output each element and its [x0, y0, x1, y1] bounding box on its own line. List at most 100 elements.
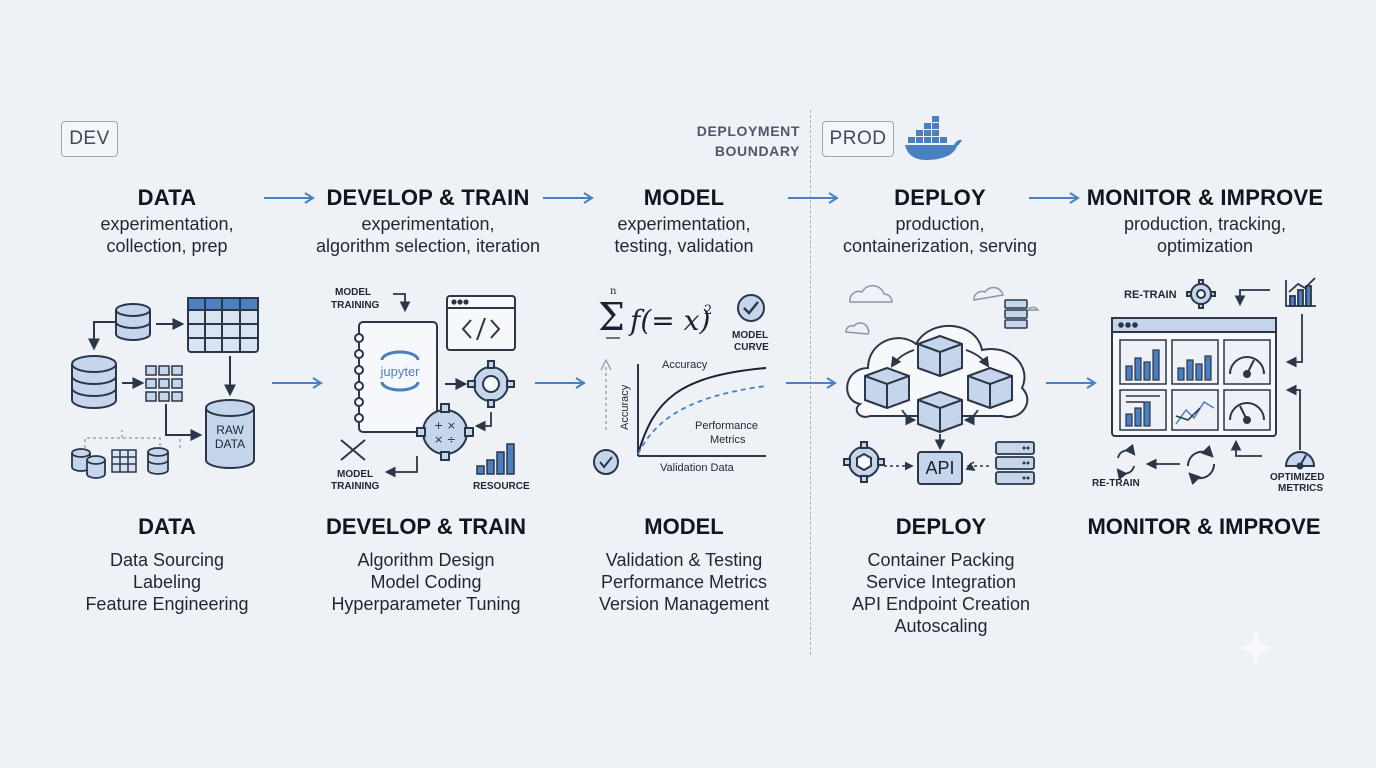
stage-subtitle-line: collection, prep [106, 236, 228, 256]
container-cube-icon [864, 334, 1013, 434]
refresh-icon [1186, 444, 1216, 486]
resource-label: RESOURCE [473, 481, 530, 492]
gear-icon [467, 360, 515, 408]
retrain-label: RE-TRAIN [1124, 289, 1177, 301]
y-axis-label: Accuracy [619, 384, 631, 430]
server-stack-icon [995, 441, 1035, 485]
stage-subtitle-line: algorithm selection, iteration [315, 236, 541, 256]
accuracy-curve-chart [637, 364, 767, 457]
stage-title: MODEL [643, 185, 725, 210]
sum-symbol: Σ [598, 295, 625, 339]
cloud-icon [845, 322, 870, 335]
x-axis-label: Validation Data [660, 462, 735, 474]
table-icon [111, 449, 137, 473]
jupyter-icon [380, 350, 420, 361]
stage-subtitle: production, tracking, optimization [1055, 213, 1355, 257]
flow-arrow-icon [543, 192, 594, 204]
trend-chart-icon [1285, 277, 1316, 307]
dev-badge: DEV [61, 121, 118, 157]
math-gear-icon [416, 403, 474, 461]
detail-list: Validation & Testing Performance Metrics… [534, 549, 834, 615]
develop-illustration: MODEL TRAINING jupyter + × × ÷ MODEL TRA… [331, 287, 530, 492]
detail-item: Container Packing [867, 550, 1015, 570]
database-icon [115, 303, 151, 341]
database-icon [147, 447, 169, 475]
deploy-illustration: API [843, 284, 1040, 485]
boundary-line-2: BOUNDARY [714, 143, 800, 159]
table-icon [187, 297, 259, 353]
flow-arrow-icon [535, 377, 586, 389]
detail-item: Hyperparameter Tuning [331, 594, 521, 614]
data-illustration: RAW DATA [71, 297, 259, 479]
retrain-icon [1116, 443, 1136, 481]
raw-data-label: RAW [216, 423, 244, 437]
check-circle-icon [593, 449, 619, 475]
code-window-icon [446, 295, 516, 351]
detail-item: Autoscaling [894, 616, 988, 636]
detail-list: Algorithm Design Model Coding Hyperparam… [276, 549, 576, 615]
cloud-icon [973, 286, 1004, 301]
gear-icon [1186, 279, 1216, 309]
detail-item: Performance Metrics [600, 572, 768, 592]
detail-item: Validation & Testing [605, 550, 763, 570]
flow-arrow-icon [788, 192, 839, 204]
detail-item: Version Management [598, 594, 770, 614]
performance-metrics-label: Metrics [710, 434, 746, 446]
formula: f(= x) [628, 304, 710, 337]
jupyter-label: jupyter [379, 364, 420, 379]
detail-item: Feature Engineering [85, 594, 249, 614]
stage-subtitle-line: experimentation, [100, 214, 234, 234]
stage-subtitle: experimentation, testing, validation [534, 213, 834, 257]
detail-title: DEPLOY [895, 514, 987, 539]
grid-blocks-icon [145, 365, 183, 402]
api-label: API [925, 458, 954, 478]
model-training-label: MODEL [337, 469, 373, 480]
svg-text:× ÷: × ÷ [434, 433, 456, 446]
formula-exponent: 2 [704, 303, 712, 318]
detail-title: MODEL [644, 514, 724, 539]
stage-subtitle-line: production, tracking, [1123, 214, 1287, 234]
model-curve-label: MODEL [732, 330, 768, 341]
validation-curve [637, 385, 767, 455]
detail-item: Service Integration [865, 572, 1017, 592]
stage-title: DEVELOP & TRAIN [326, 185, 530, 210]
stage-subtitle: experimentation, collection, prep [17, 213, 317, 257]
flow-arrow-icon [786, 377, 837, 389]
prod-badge: PROD [822, 121, 894, 157]
docker-whale-icon [905, 116, 962, 160]
detail-item: Model Coding [370, 572, 482, 592]
model-training-label: TRAINING [331, 481, 380, 492]
database-icon [71, 355, 117, 409]
stage-subtitle-line: experimentation, [361, 214, 495, 234]
api-box [917, 451, 963, 485]
stage-title: DATA [137, 185, 197, 210]
detail-item: API Endpoint Creation [851, 594, 1031, 614]
sparkle-icon [1238, 630, 1274, 666]
performance-metrics-label: Performance [695, 420, 758, 432]
settings-cube-icon [843, 441, 885, 483]
raw-data-label: DATA [215, 437, 245, 451]
stage-subtitle-line: experimentation, [617, 214, 751, 234]
stage-title: DEPLOY [894, 185, 986, 210]
server-icon [1004, 299, 1028, 329]
stage-subtitle-line: optimization [1156, 236, 1254, 256]
gauge-icon [1229, 356, 1265, 424]
accuracy-curve [637, 367, 767, 455]
detail-item: Labeling [132, 572, 202, 592]
flow-arrow-icon [1046, 377, 1097, 389]
raw-data-cylinder [205, 399, 255, 469]
monitor-illustration: RE-TRAIN OPTIMIZED METRICS [1092, 277, 1324, 494]
flow-arrow-icon [1029, 192, 1080, 204]
stage-subtitle: production, containerization, serving [790, 213, 1090, 257]
bar-chart-icon [476, 443, 515, 475]
accuracy-label: Accuracy [662, 359, 708, 371]
cloud-icon [849, 284, 893, 303]
stage-title: MONITOR & IMPROVE [1086, 185, 1324, 210]
optimized-metrics-label: METRICS [1278, 483, 1323, 494]
svg-text:+ ×: + × [434, 419, 456, 432]
detail-list: Data Sourcing Labeling Feature Engineeri… [17, 549, 317, 615]
optimized-metrics-label: OPTIMIZED [1270, 472, 1324, 483]
cloud-icon [1026, 306, 1040, 311]
flow-arrow-icon [272, 377, 323, 389]
detail-title: DATA [138, 514, 196, 539]
